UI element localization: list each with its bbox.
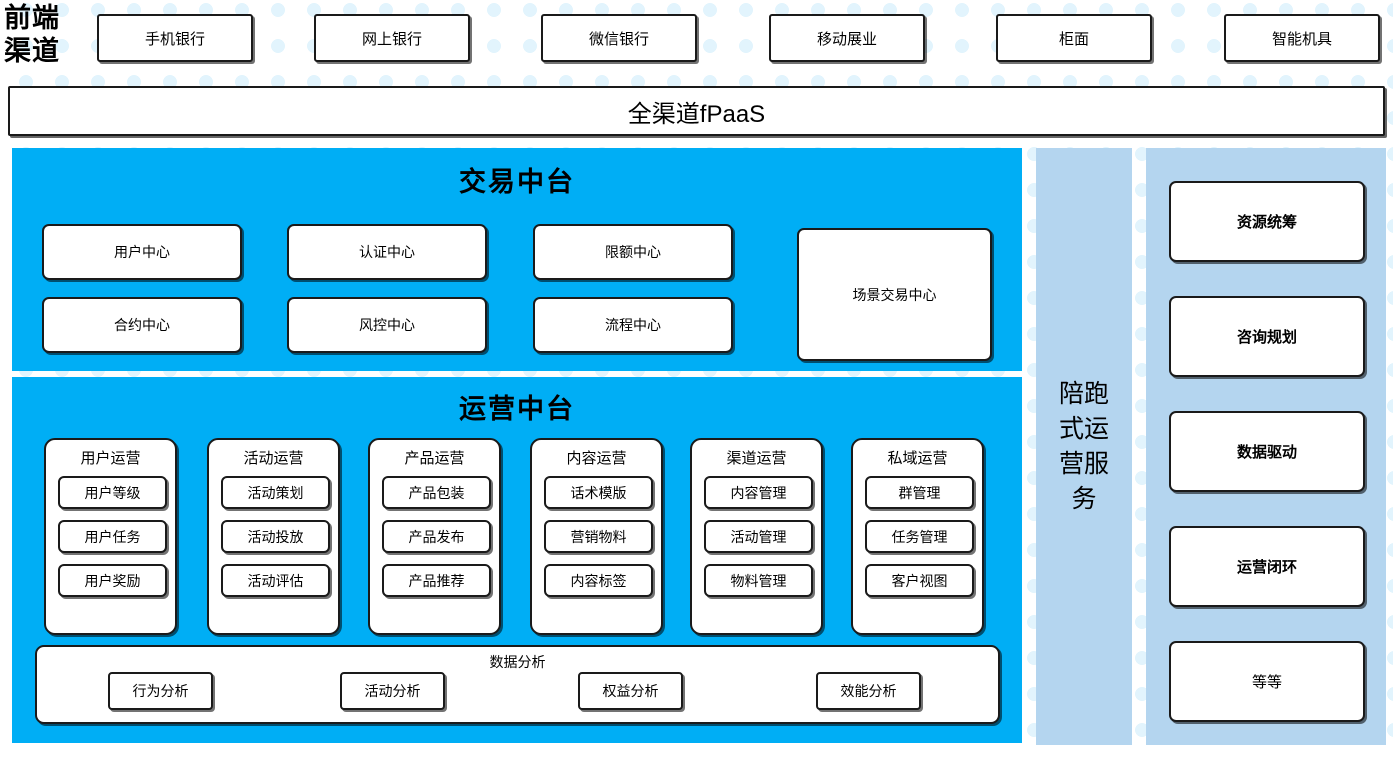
- analysis-item-2[interactable]: 活动分析: [340, 672, 445, 710]
- operation-group-title: 用户运营: [80, 450, 141, 467]
- front-end-channel-label: 前端 渠道: [4, 3, 60, 66]
- operation-item[interactable]: 用户任务: [58, 520, 167, 553]
- scene-trade-center-box[interactable]: 场景交易中心: [797, 228, 992, 361]
- operation-item[interactable]: 产品推荐: [382, 564, 491, 597]
- trade-center-box-1[interactable]: 用户中心: [42, 224, 242, 280]
- operation-item[interactable]: 用户等级: [58, 476, 167, 509]
- trade-center-box-2[interactable]: 认证中心: [287, 224, 487, 280]
- operation-item[interactable]: 活动管理: [704, 520, 813, 553]
- analysis-item-1[interactable]: 行为分析: [108, 672, 213, 710]
- trade-center-box-4[interactable]: 合约中心: [42, 297, 242, 353]
- capability-box-3[interactable]: 数据驱动: [1169, 411, 1365, 492]
- accompanying-operation-service-strip: 陪跑式运营服务: [1036, 148, 1132, 745]
- omnichannel-fpaas-banner: 全渠道fPaaS: [8, 86, 1385, 136]
- channel-box-5[interactable]: 柜面: [996, 14, 1152, 62]
- analysis-item-4[interactable]: 效能分析: [816, 672, 921, 710]
- trade-center-box-6[interactable]: 流程中心: [533, 297, 733, 353]
- operation-item[interactable]: 活动评估: [221, 564, 330, 597]
- channel-box-2[interactable]: 网上银行: [314, 14, 470, 62]
- operation-item[interactable]: 客户视图: [865, 564, 974, 597]
- capability-box-1[interactable]: 资源统筹: [1169, 181, 1365, 262]
- data-analysis-title: 数据分析: [489, 654, 546, 670]
- capability-box-2[interactable]: 咨询规划: [1169, 296, 1365, 377]
- operation-item[interactable]: 产品包装: [382, 476, 491, 509]
- operation-item[interactable]: 任务管理: [865, 520, 974, 553]
- channel-box-6[interactable]: 智能机具: [1224, 14, 1380, 62]
- operation-group-3: 产品运营产品包装产品发布产品推荐: [368, 438, 501, 635]
- operation-group-1: 用户运营用户等级用户任务用户奖励: [44, 438, 177, 635]
- operations-platform-title: 运营中台: [459, 394, 575, 424]
- trade-center-box-3[interactable]: 限额中心: [533, 224, 733, 280]
- capability-box-4[interactable]: 运营闭环: [1169, 526, 1365, 607]
- operation-item[interactable]: 产品发布: [382, 520, 491, 553]
- capability-box-5[interactable]: 等等: [1169, 641, 1365, 722]
- operation-group-title: 产品运营: [404, 450, 465, 467]
- operation-group-title: 私域运营: [887, 450, 948, 467]
- operation-item[interactable]: 内容管理: [704, 476, 813, 509]
- operation-item[interactable]: 活动策划: [221, 476, 330, 509]
- operation-group-5: 渠道运营内容管理活动管理物料管理: [690, 438, 823, 635]
- analysis-item-3[interactable]: 权益分析: [578, 672, 683, 710]
- operation-item[interactable]: 营销物料: [544, 520, 653, 553]
- trade-platform-title: 交易中台: [459, 167, 575, 197]
- operation-group-2: 活动运营活动策划活动投放活动评估: [207, 438, 340, 635]
- operation-item[interactable]: 活动投放: [221, 520, 330, 553]
- channel-box-3[interactable]: 微信银行: [541, 14, 697, 62]
- channel-box-1[interactable]: 手机银行: [97, 14, 253, 62]
- trade-center-box-5[interactable]: 风控中心: [287, 297, 487, 353]
- operation-group-title: 内容运营: [566, 450, 627, 467]
- operation-group-6: 私域运营群管理任务管理客户视图: [851, 438, 984, 635]
- operation-group-4: 内容运营话术模版营销物料内容标签: [530, 438, 663, 635]
- operation-item[interactable]: 内容标签: [544, 564, 653, 597]
- operation-item[interactable]: 物料管理: [704, 564, 813, 597]
- channel-box-4[interactable]: 移动展业: [769, 14, 925, 62]
- operation-item[interactable]: 群管理: [865, 476, 974, 509]
- operation-item[interactable]: 话术模版: [544, 476, 653, 509]
- operation-group-title: 活动运营: [243, 450, 304, 467]
- operation-item[interactable]: 用户奖励: [58, 564, 167, 597]
- operation-group-title: 渠道运营: [726, 450, 787, 467]
- capability-panel: 资源统筹咨询规划数据驱动运营闭环等等: [1146, 148, 1386, 745]
- service-strip-label: 陪跑式运营服务: [1058, 379, 1109, 513]
